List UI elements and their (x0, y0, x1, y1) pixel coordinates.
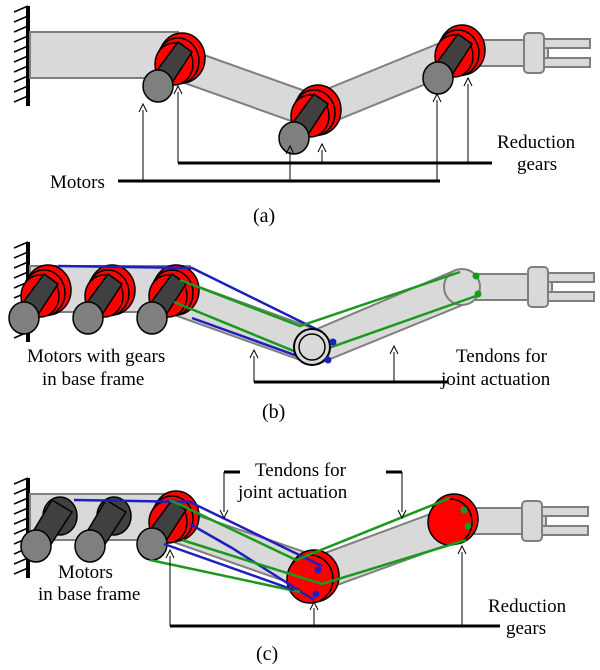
gripper-a (523, 32, 591, 74)
motors-label-line2: in base frame (38, 584, 140, 605)
base-wall (12, 4, 30, 108)
motors-label: Motors (50, 172, 105, 193)
motors-label-line1: Motors with gears (27, 346, 165, 367)
panel-c: Tendons for joint actuation Motors in ba… (12, 460, 589, 665)
tendon-green (149, 496, 467, 594)
tendons-label-line2: joint actuation (440, 369, 551, 390)
gripper-b (527, 266, 595, 308)
gripper-c (521, 500, 589, 542)
tendons-label-line1: Tendons for (255, 460, 347, 481)
tendon-blue (57, 264, 323, 364)
tendons-label-line1: Tendons for (456, 346, 548, 367)
caption-a: (a) (253, 205, 275, 227)
motors-label-line1: Motors (58, 562, 113, 583)
reduction-label-line1: Reduction (488, 596, 567, 617)
gear-arrows (173, 76, 473, 163)
reduction-label-line2: gears (517, 154, 557, 175)
caption-c: (c) (256, 643, 278, 665)
motors-label-line2: in base frame (42, 369, 144, 390)
panel-a: Motors Reduction gears (a) (12, 4, 591, 227)
distal-pulley (443, 268, 481, 306)
reduction-label-line2: gears (506, 618, 546, 639)
base-wall (12, 476, 30, 580)
tendon-blue (73, 498, 323, 602)
motor-arrows (138, 92, 442, 181)
panel-b: Motors with gears in base frame Tendons … (8, 240, 595, 423)
tendons-label-line2: joint actuation (237, 482, 348, 503)
reduction-label-line1: Reduction (497, 132, 576, 153)
caption-b: (b) (262, 401, 285, 423)
